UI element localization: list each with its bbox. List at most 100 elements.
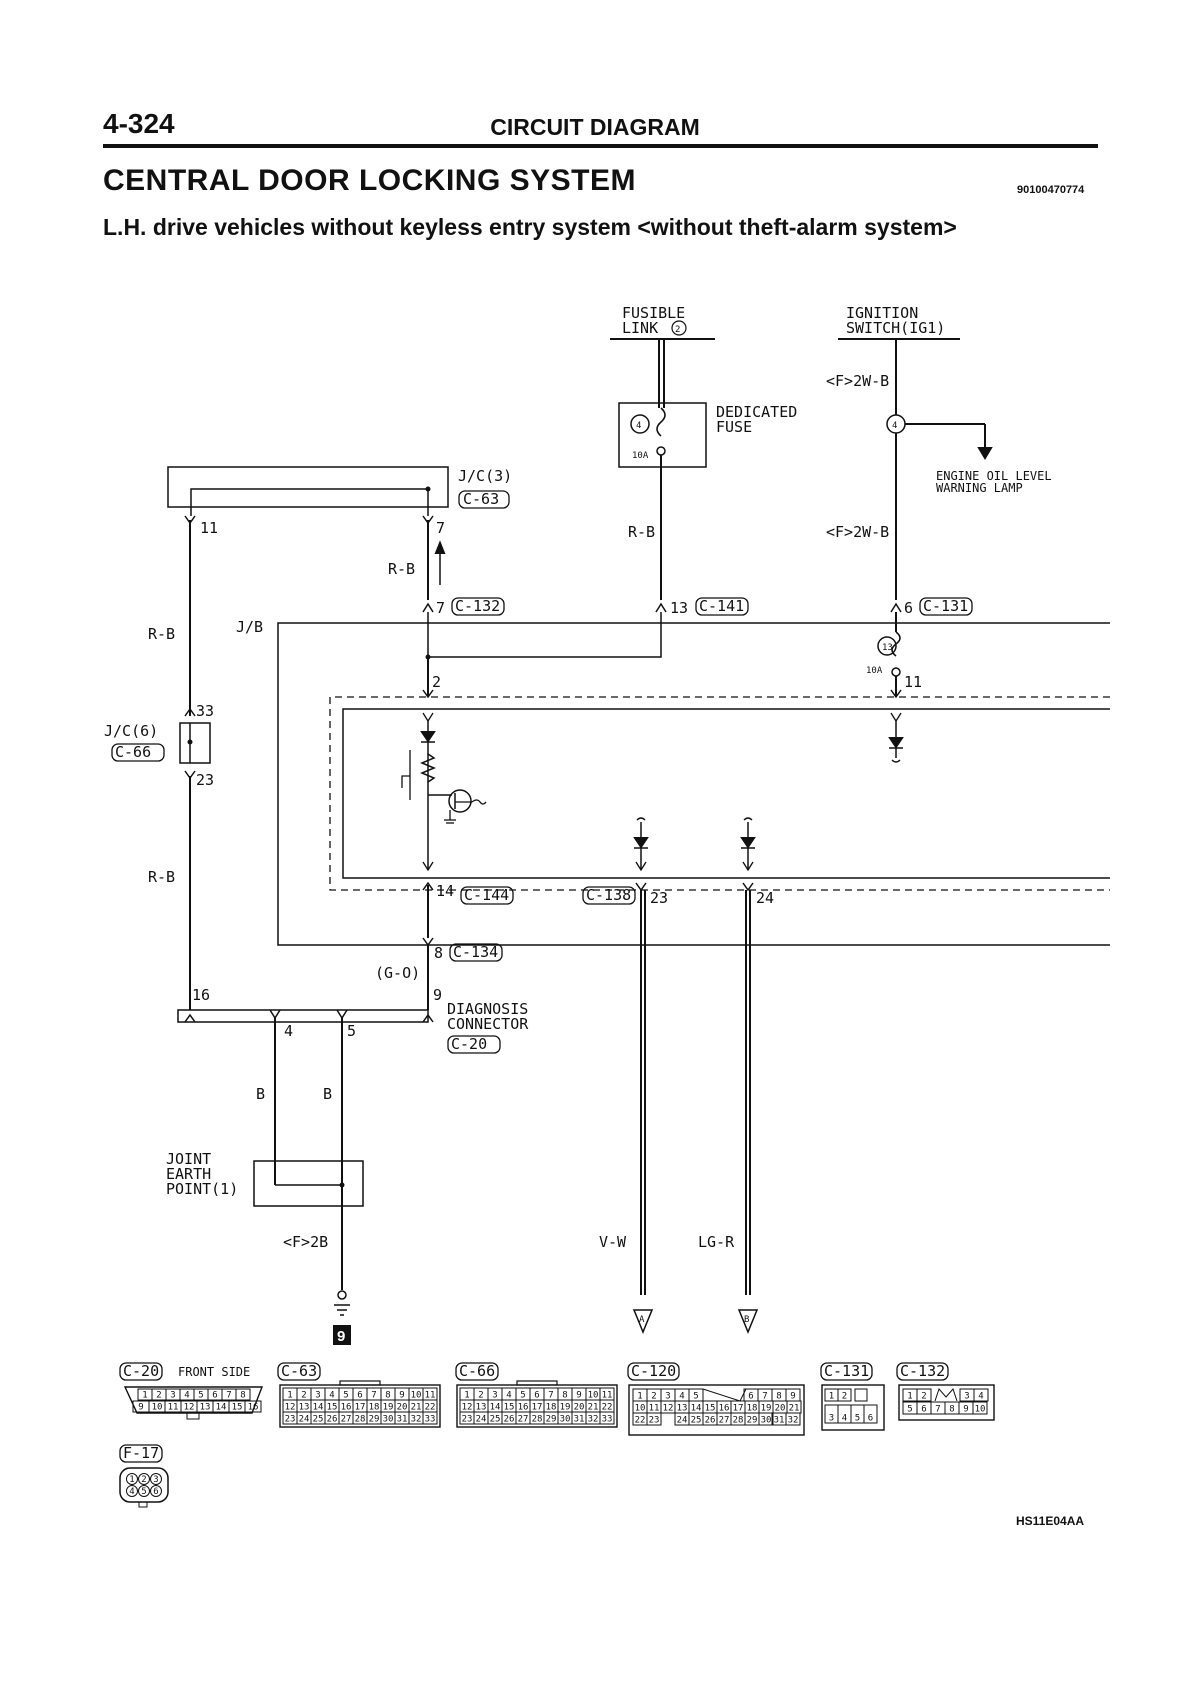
- rb-left-lower-label: R-B: [148, 868, 175, 886]
- c131-key: [854, 1388, 868, 1402]
- jc6-pin-33: 33: [196, 702, 214, 720]
- f17-pin-circle: [138, 1473, 150, 1485]
- c66-row2-pin: 21: [588, 1403, 599, 1413]
- output-a-triangle: [632, 1309, 654, 1334]
- c120-row3c-cell: [785, 1412, 801, 1426]
- c120-row1b-pin: 7: [762, 1392, 767, 1402]
- fusible-link-number: 2: [675, 325, 680, 335]
- c132-key: [934, 1388, 958, 1402]
- c20-row2-pin: 15: [232, 1403, 243, 1413]
- dedicated-fuse-line1: DEDICATED: [716, 403, 797, 421]
- c120-row2-pin: 13: [677, 1404, 688, 1414]
- f17-pin-circle: [150, 1473, 162, 1485]
- jb-pin-11: 11: [904, 673, 922, 691]
- c63-latch: [339, 1380, 381, 1386]
- earth-wire-label: <F>2B: [283, 1233, 328, 1251]
- c66-label-frame: [455, 1362, 499, 1381]
- c20-row2-pin: 14: [216, 1403, 227, 1413]
- rb-left-upper-label: R-B: [148, 625, 175, 643]
- c66-row1-pin: 7: [548, 1391, 553, 1401]
- jb-fuse-number: 13: [882, 643, 893, 653]
- c63-row1-pin: 1: [287, 1391, 292, 1401]
- c63-row3-pin: 28: [355, 1415, 366, 1425]
- c131-bottom-cell: [863, 1404, 878, 1424]
- c20-row1-pin: 4: [184, 1391, 189, 1401]
- jb-label: J/B: [236, 618, 263, 636]
- c20-label-frame: [119, 1362, 163, 1381]
- c63-row2-pin: 16: [341, 1403, 352, 1413]
- c120-row1b-pin: 9: [790, 1392, 795, 1402]
- c132-top-a-pin: 1: [907, 1392, 912, 1402]
- c20-row2-pin: 10: [152, 1403, 163, 1413]
- c120-row3b-pin: 30: [761, 1416, 772, 1426]
- jc3-pin-right: 7: [436, 519, 445, 537]
- c63-row1-pin: 9: [399, 1391, 404, 1401]
- c66-row2-pin: 22: [602, 1403, 613, 1413]
- page-number: 4-324: [103, 108, 175, 139]
- c66-row3-pin: 31: [574, 1415, 585, 1425]
- jb-pin-14: 14: [436, 882, 454, 900]
- c63-row3-pin: 31: [397, 1415, 408, 1425]
- diag-pin-5: 5: [347, 1022, 356, 1040]
- c120-row2-pin: 17: [733, 1404, 744, 1414]
- doc-number: 90100470774: [1017, 184, 1085, 196]
- c20-row2-pin: 16: [248, 1403, 259, 1413]
- c63-row1-pin: 2: [301, 1391, 306, 1401]
- c120-row2-pin: 19: [761, 1404, 772, 1414]
- c132-bottom-pin: 6: [921, 1405, 926, 1415]
- c132-bottom-pin: 9: [963, 1405, 968, 1415]
- c66-row1-pin: 3: [492, 1391, 497, 1401]
- c66-row3-cell: [599, 1411, 615, 1425]
- c66-row1-pin: 4: [506, 1391, 511, 1401]
- c20-row1-cell: [235, 1388, 251, 1401]
- c20-row1-pin: 8: [240, 1391, 245, 1401]
- c132-bottom-pin: 5: [907, 1405, 912, 1415]
- c66-row2-pin: 19: [560, 1403, 571, 1413]
- c120-row3c-pin: 32: [788, 1416, 799, 1426]
- c132-label: C-132: [900, 1362, 945, 1380]
- output-a-label: A: [639, 1315, 645, 1325]
- diag-pin-16: 16: [192, 986, 210, 1004]
- c63-row1-pin: 11: [425, 1391, 436, 1401]
- page-header: 4-324 CIRCUIT DIAGRAM CENTRAL DOOR LOCKI…: [0, 0, 1190, 240]
- c131-shell: [821, 1384, 885, 1431]
- c120-row1a-pin: 2: [651, 1392, 656, 1402]
- c120-row3b-pin: 25: [691, 1416, 702, 1426]
- c63-row1-pin: 3: [315, 1391, 320, 1401]
- diagnosis-connector: C-20: [451, 1035, 487, 1053]
- c120-row3a-pin: 23: [649, 1416, 660, 1426]
- c20-row1-pin: 2: [156, 1391, 161, 1401]
- engine-oil-line2: WARNING LAMP: [936, 481, 1023, 495]
- c63-row1-pin: 4: [329, 1391, 334, 1401]
- c132-top-a-pin: 2: [921, 1392, 926, 1402]
- c120-row3b-pin: 24: [677, 1416, 688, 1426]
- c132-top-a-cell: [916, 1388, 932, 1402]
- jb-outline: [277, 622, 1110, 946]
- c20-label: C-20: [123, 1362, 159, 1380]
- c20-row2-pin: 13: [200, 1403, 211, 1413]
- c20-row2-pin: 11: [168, 1403, 179, 1413]
- jb-pin-24: 24: [756, 889, 774, 907]
- jb-pin-13: 13: [670, 599, 688, 617]
- c120-row2-pin: 18: [747, 1404, 758, 1414]
- c66-row2-pin: 13: [476, 1403, 487, 1413]
- c120-row2-pin: 20: [775, 1404, 786, 1414]
- c66-label: C-66: [459, 1362, 495, 1380]
- dedicated-fuse-number-circle: [630, 414, 650, 434]
- ground-number-badge: [333, 1325, 351, 1345]
- c63-row1-pin: 6: [357, 1391, 362, 1401]
- c131-top-pin: 1: [829, 1392, 834, 1402]
- joint-earth-line1: JOINT: [166, 1150, 211, 1168]
- jc3-box: [167, 466, 449, 508]
- ign-node-number: 4: [892, 421, 897, 431]
- b-wire-left-label: B: [256, 1085, 265, 1103]
- c63-row2-pin: 14: [313, 1403, 324, 1413]
- c20-row1-pin: 5: [198, 1391, 203, 1401]
- c63-row2-pin: 21: [411, 1403, 422, 1413]
- g-o-wire-label: (G-O): [375, 964, 420, 982]
- etacs-inner-box: [342, 708, 1110, 879]
- c63-row2-pin: 13: [299, 1403, 310, 1413]
- c63-row2-pin: 20: [397, 1403, 408, 1413]
- c66-row3-pin: 24: [476, 1415, 487, 1425]
- c132-label-frame: [896, 1362, 949, 1381]
